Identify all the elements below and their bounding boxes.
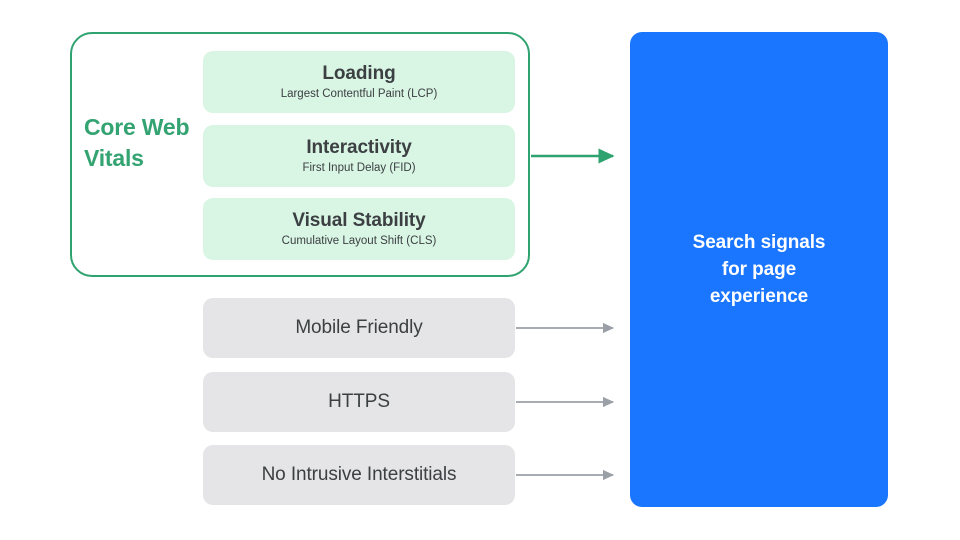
metric-title: Loading <box>322 62 396 84</box>
core-web-vitals-label: Core Web Vitals <box>84 114 190 171</box>
signal-card-no-intrusive-interstitials: No Intrusive Interstitials <box>203 445 515 505</box>
signal-label: No Intrusive Interstitials <box>261 464 457 485</box>
metric-card-visual-stability: Visual Stability Cumulative Layout Shift… <box>203 198 515 260</box>
metric-title: Visual Stability <box>292 209 426 231</box>
signal-label: HTTPS <box>328 391 390 412</box>
search-signals-panel: Search signals for page experience <box>630 32 888 507</box>
metric-title: Interactivity <box>306 136 412 158</box>
search-signals-panel-text: Search signals for page experience <box>692 232 826 307</box>
metric-subtitle: Largest Contentful Paint (LCP) <box>280 87 438 100</box>
signal-card-mobile-friendly: Mobile Friendly <box>203 298 515 358</box>
core-web-vitals-group <box>70 32 530 277</box>
metric-subtitle: First Input Delay (FID) <box>302 161 416 174</box>
signal-label: Mobile Friendly <box>295 317 423 338</box>
signal-card-https: HTTPS <box>203 372 515 432</box>
metric-card-loading: Loading Largest Contentful Paint (LCP) <box>203 51 515 113</box>
metric-card-interactivity: Interactivity First Input Delay (FID) <box>203 125 515 187</box>
metric-subtitle: Cumulative Layout Shift (CLS) <box>281 234 437 247</box>
